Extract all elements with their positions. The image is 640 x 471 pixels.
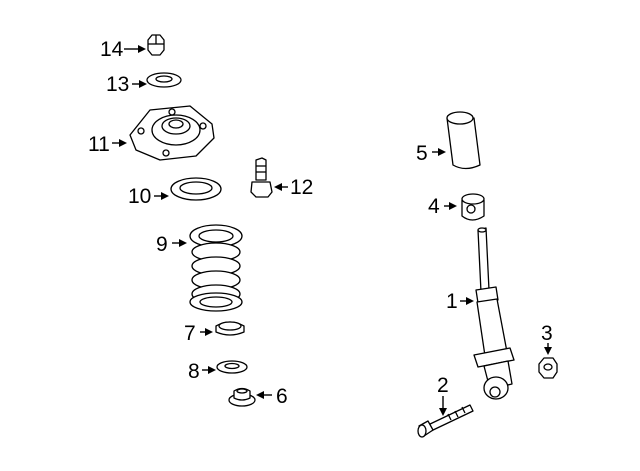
part-3-nut: [538, 357, 558, 379]
leader-1: [460, 297, 474, 305]
part-2-bolt: [417, 404, 474, 438]
leader-5: [432, 148, 446, 156]
part-5-dust-boot: [446, 111, 481, 170]
callout-1: 1: [446, 290, 458, 313]
callout-10: 10: [128, 185, 151, 208]
part-1-shock-absorber: [473, 227, 515, 400]
callout-5: 5: [416, 142, 428, 165]
leader-9: [172, 239, 187, 247]
part-10-upper-insulator: [170, 177, 222, 201]
leader-10: [154, 192, 169, 200]
callout-2: 2: [437, 374, 449, 397]
part-14-top-nut: [147, 34, 165, 56]
part-8-lower-insulator: [216, 360, 248, 374]
part-7-lower-spring-seat: [215, 321, 245, 336]
callout-8: 8: [188, 360, 200, 383]
leader-3: [544, 343, 552, 355]
part-6-nut: [228, 387, 256, 407]
part-11-strut-mount: [129, 105, 215, 161]
leader-11: [112, 139, 127, 147]
leader-6: [256, 391, 272, 399]
leader-4: [444, 202, 457, 210]
part-4-bump-stop: [461, 193, 485, 221]
part-13-washer: [146, 72, 182, 88]
leader-2: [439, 396, 447, 416]
callout-9: 9: [156, 233, 168, 256]
callout-3: 3: [541, 322, 553, 345]
leader-7: [200, 328, 213, 336]
part-12-stud: [250, 157, 273, 198]
callout-14: 14: [100, 38, 124, 61]
callout-12: 12: [290, 176, 313, 199]
callout-6: 6: [276, 385, 288, 408]
leader-12: [274, 183, 288, 191]
part-9-coil-spring: [189, 224, 243, 312]
callout-4: 4: [428, 195, 440, 218]
leader-13: [132, 80, 147, 88]
leader-14: [124, 45, 146, 53]
callout-7: 7: [184, 322, 196, 345]
leader-8: [202, 366, 216, 374]
callout-11: 11: [88, 133, 110, 156]
callout-13: 13: [106, 73, 129, 96]
